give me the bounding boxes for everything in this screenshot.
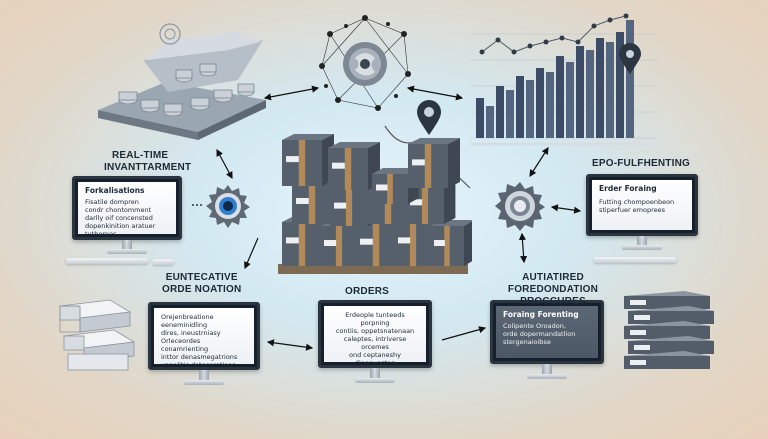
chart-bar — [536, 68, 544, 138]
gear-icon — [206, 185, 250, 228]
connector-arrow — [406, 85, 464, 101]
monitor-text-line: unpalitic dotecerations — [161, 361, 247, 364]
connector-arrow — [518, 232, 528, 264]
chart-bar — [596, 38, 604, 138]
foundation-procedures-heading: AUTIATIRED FOREDONDATION PROCCURES — [507, 272, 599, 307]
chart-bar — [616, 32, 624, 138]
connector-arrow — [441, 326, 487, 341]
connector-arrow — [216, 148, 233, 180]
monitor-text-line: Fisatile dompren — [85, 198, 139, 206]
keyboard — [66, 258, 148, 264]
mouse — [152, 259, 174, 265]
monitor-text-line: dopenkinition aratuer — [85, 222, 156, 230]
chart-bar — [556, 56, 564, 138]
chart-bar — [566, 62, 574, 138]
chart-bar — [586, 50, 594, 138]
storage-case — [624, 356, 710, 369]
chart-bar — [476, 98, 484, 138]
connector-arrow — [529, 146, 549, 178]
monitor-text-line: caleptes, intriverse orcemes — [343, 335, 407, 351]
order-notation-heading: EUNTECATIVE ORDE NOATION — [162, 272, 242, 295]
chart-bar — [486, 106, 494, 138]
storage-case — [624, 296, 710, 309]
storage-cases-illustration — [624, 291, 714, 369]
chart-bar — [516, 76, 524, 138]
connector-arrow — [244, 237, 259, 270]
storage-case — [624, 326, 710, 339]
storage-case — [628, 311, 714, 324]
monitor-text-line: inttor denasmegatrions — [161, 353, 238, 361]
monitor-text-line: dires, ineustrniasy — [161, 329, 221, 337]
monitor-title: Erder Foraing — [599, 184, 657, 193]
monitor-text-line: ond ceptaneshy diegouestng — [349, 351, 401, 362]
monitor-title: Forkalisations — [85, 186, 145, 195]
monitor-text-line: Futting chompoenbeon — [599, 198, 675, 206]
monitor-title: Foraing Forenting — [503, 310, 579, 319]
realtime-inventory-heading: REAL-TIME INVANTTARMENT — [104, 150, 192, 173]
storage-trays-illustration — [58, 299, 136, 371]
analytics-chart-illustration — [462, 12, 662, 162]
monitor-text-line: Erdeople tunteeds porpning — [345, 311, 405, 327]
chart-bar — [576, 46, 584, 138]
gear-icon — [495, 182, 545, 231]
monitor-text-line: Colipente Oroadon, — [503, 322, 566, 330]
monitor-text-line: Orleceordes conamrienting — [161, 337, 209, 353]
chart-bar — [526, 80, 534, 138]
monitor-text-line: contiis, oppetsnatenaan — [335, 327, 415, 335]
monitor-text-line: tuthernes emropolaltatios — [85, 230, 117, 234]
connector-arrow — [550, 204, 582, 214]
connector-arrow — [266, 339, 314, 351]
monitor-text-line: orde dopermandatlion — [503, 330, 576, 338]
connector-arrow — [263, 85, 320, 101]
chart-bar — [606, 42, 614, 138]
inventory-machine-illustration — [98, 23, 266, 140]
location-pin-icon — [619, 43, 641, 74]
monitor-text-line: stiperfuer emoprees — [599, 206, 666, 214]
epo-fulfillment-heading: EPO-FULFHENTING — [592, 158, 690, 169]
network-sphere-icon — [319, 15, 411, 111]
monitor-text-line: condr chontomment — [85, 206, 152, 214]
chart-bar — [546, 72, 554, 138]
inventory-boxes-illustration — [278, 134, 472, 274]
foundation-procedures-monitor: Foraing Forenting Colipente Oroadon,orde… — [490, 300, 604, 380]
orders-heading: ORDERS — [345, 286, 389, 297]
chart-bar — [496, 86, 504, 138]
keyboard — [594, 257, 676, 263]
chart-bar — [626, 20, 634, 138]
monitor-text-line: stergenaioibse — [503, 338, 551, 346]
chart-bar — [506, 90, 514, 138]
monitor-text-line: Orejenbreatione eeneminidling — [161, 313, 214, 329]
location-pin-icon — [417, 100, 441, 135]
monitor-text-line: darlly oif concensted — [85, 214, 153, 222]
storage-case — [628, 341, 714, 354]
